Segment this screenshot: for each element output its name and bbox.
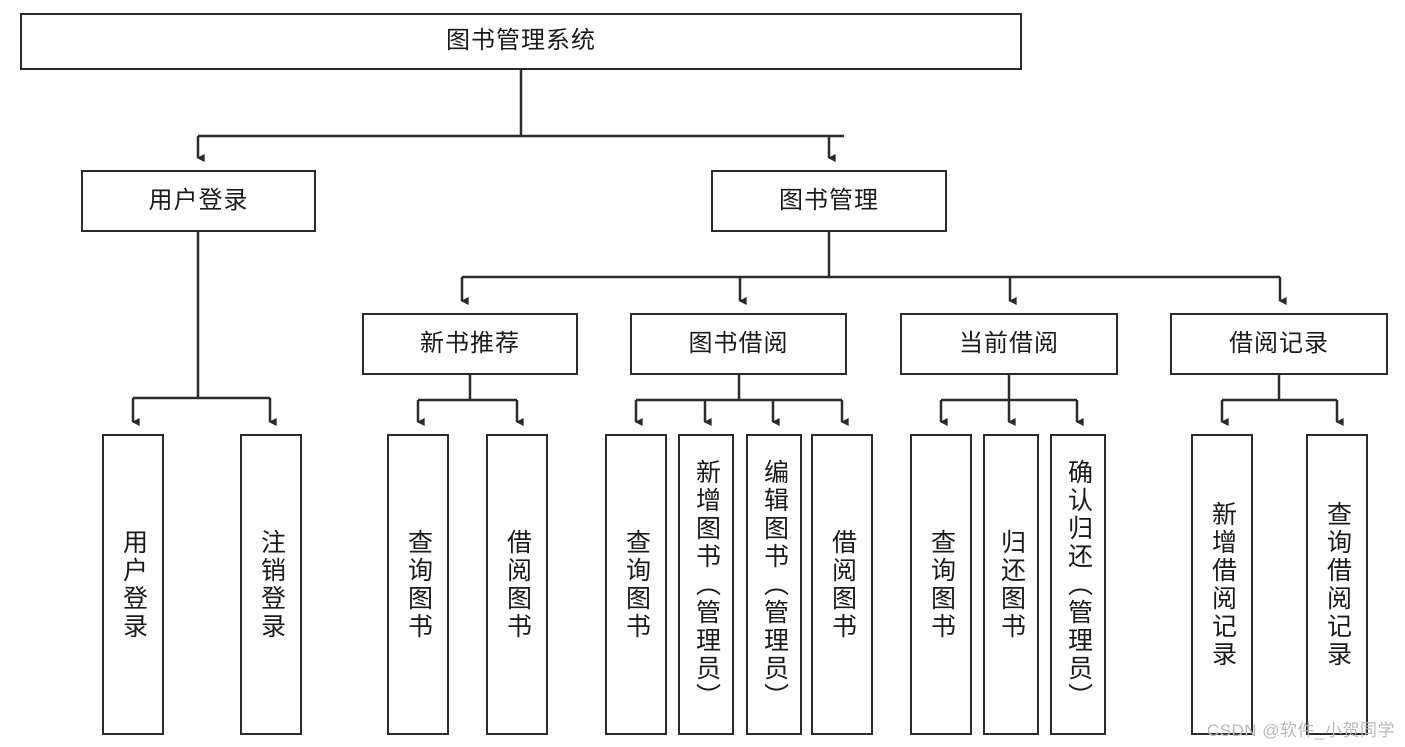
leaf-logout[interactable]: 注销登录 xyxy=(240,434,302,735)
leaf-label: 新增借阅记录 xyxy=(1208,500,1237,669)
leaf-query-borrowing-record[interactable]: 查询借阅记录 xyxy=(1306,434,1368,735)
csdn-watermark: CSDN @软件_小贺同学 xyxy=(1206,721,1395,740)
leaf-label: 编辑图书（管理员） xyxy=(760,458,789,711)
node-label: 用户登录 xyxy=(148,186,249,214)
node-new-book-recommendation[interactable]: 新书推荐 xyxy=(362,313,578,375)
leaf-query-books-current[interactable]: 查询图书 xyxy=(910,434,972,735)
leaf-label: 查询借阅记录 xyxy=(1323,500,1352,669)
node-book-management[interactable]: 图书管理 xyxy=(711,170,947,232)
node-book-borrowing[interactable]: 图书借阅 xyxy=(630,313,847,375)
leaf-label: 注销登录 xyxy=(257,528,286,641)
node-current-borrowing[interactable]: 当前借阅 xyxy=(900,313,1118,375)
leaf-query-books-borrowing[interactable]: 查询图书 xyxy=(605,434,667,735)
leaf-label: 确认归还（管理员） xyxy=(1064,458,1093,711)
leaf-add-book-admin[interactable]: 新增图书（管理员） xyxy=(678,434,734,735)
node-label: 图书管理系统 xyxy=(446,27,596,55)
leaf-borrow-books-recommendation[interactable]: 借阅图书 xyxy=(486,434,548,735)
node-label: 借阅记录 xyxy=(1229,329,1329,357)
node-user-login[interactable]: 用户登录 xyxy=(81,170,316,232)
leaf-label: 用户登录 xyxy=(119,528,148,641)
leaf-label: 查询图书 xyxy=(404,528,433,641)
leaf-user-login[interactable]: 用户登录 xyxy=(102,434,164,735)
leaf-label: 借阅图书 xyxy=(503,528,532,641)
leaf-query-books-recommendation[interactable]: 查询图书 xyxy=(387,434,449,735)
leaf-label: 归还图书 xyxy=(997,528,1026,641)
leaf-borrow-books[interactable]: 借阅图书 xyxy=(811,434,873,735)
node-borrowing-records[interactable]: 借阅记录 xyxy=(1170,313,1388,375)
node-label: 图书管理 xyxy=(779,186,879,214)
leaf-add-borrowing-record[interactable]: 新增借阅记录 xyxy=(1191,434,1253,735)
node-label: 图书借阅 xyxy=(688,329,789,357)
leaf-edit-book-admin[interactable]: 编辑图书（管理员） xyxy=(746,434,802,735)
leaf-label: 查询图书 xyxy=(622,528,651,641)
leaf-return-books[interactable]: 归还图书 xyxy=(983,434,1039,735)
node-root-book-management-system[interactable]: 图书管理系统 xyxy=(20,13,1022,70)
leaf-label: 查询图书 xyxy=(927,528,956,641)
leaf-label: 借阅图书 xyxy=(828,528,857,641)
leaf-confirm-return-admin[interactable]: 确认归还（管理员） xyxy=(1050,434,1106,735)
node-label: 新书推荐 xyxy=(420,329,520,357)
node-label: 当前借阅 xyxy=(959,329,1059,357)
leaf-label: 新增图书（管理员） xyxy=(692,458,721,711)
